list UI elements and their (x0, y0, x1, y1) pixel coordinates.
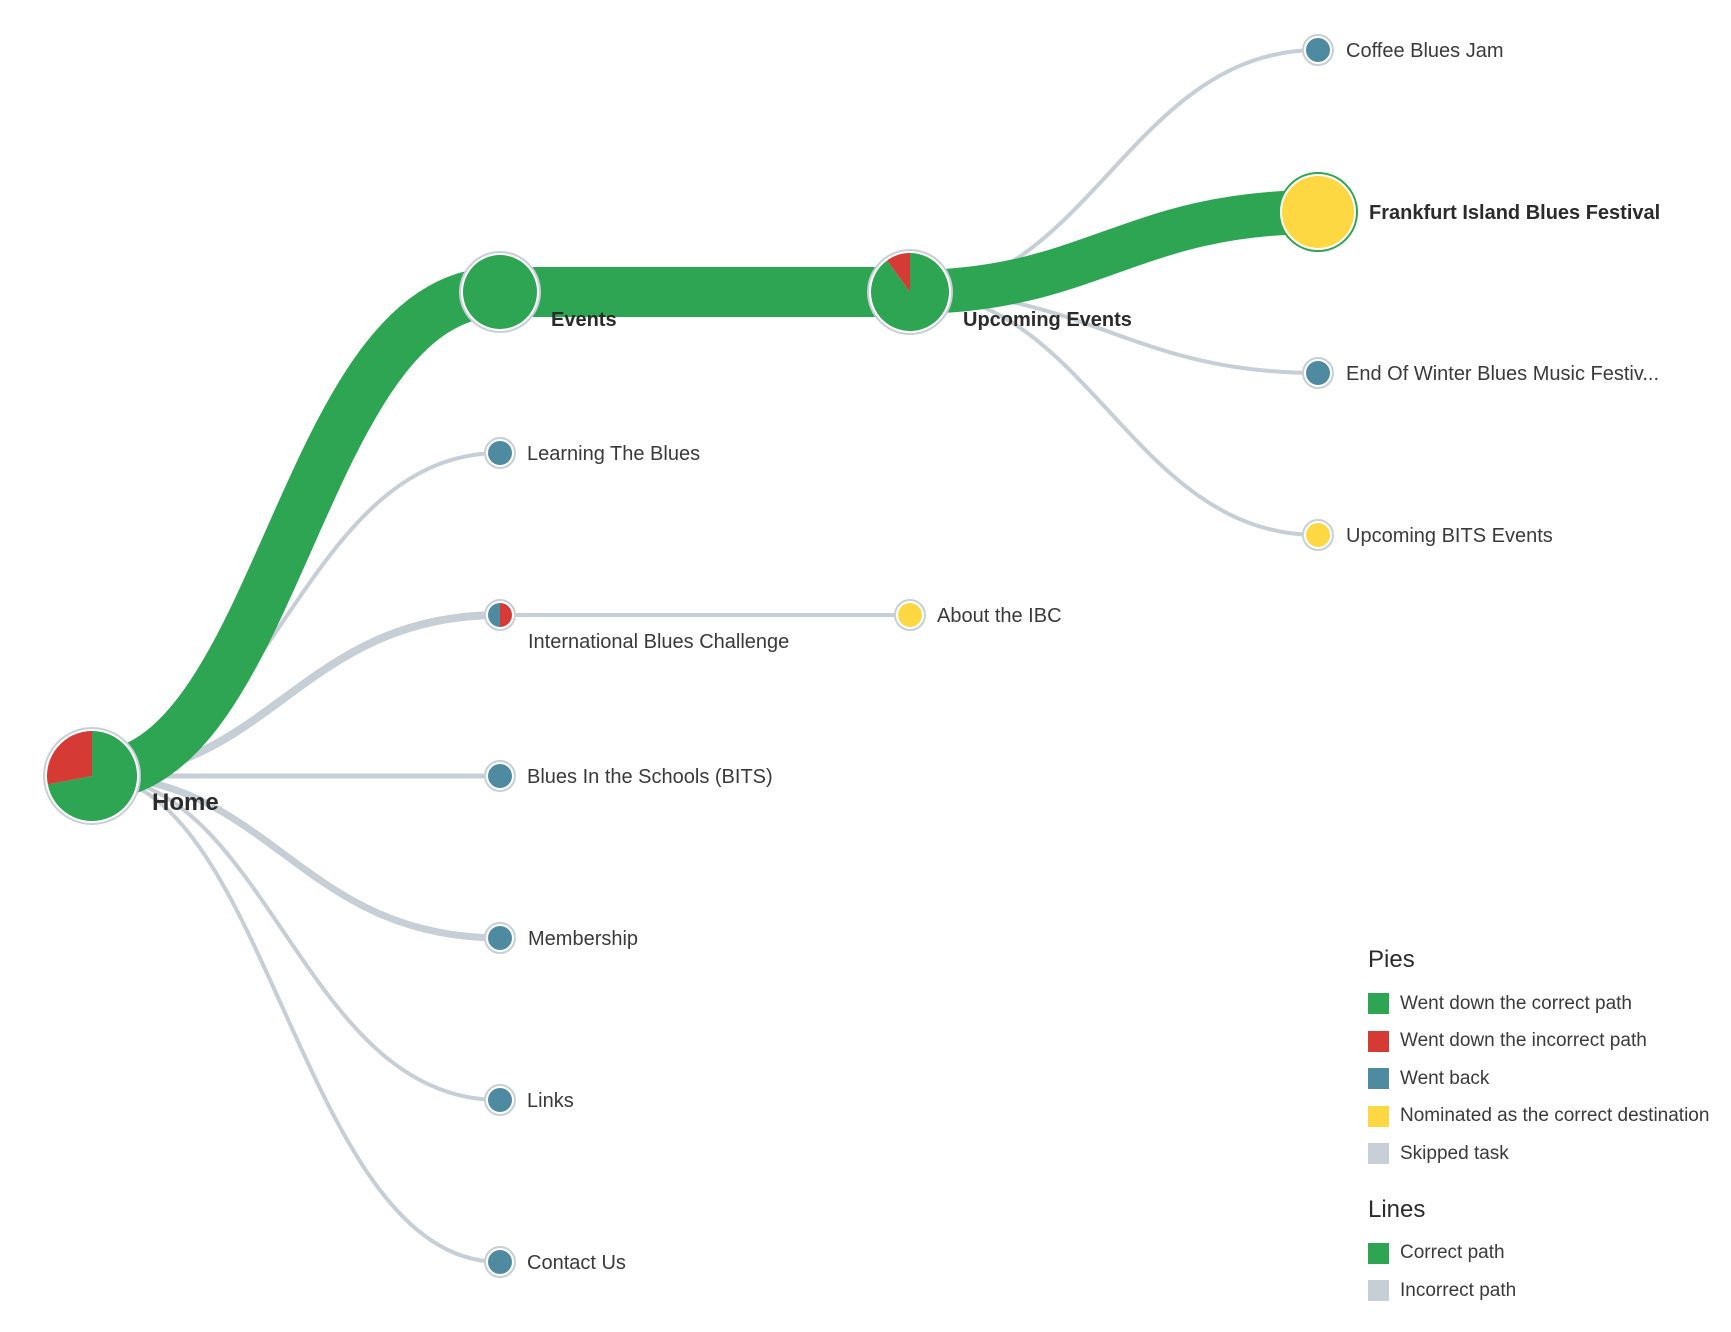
node-learning-the-blues[interactable] (484, 437, 516, 469)
node-events[interactable] (459, 251, 541, 333)
node-international-blues-challenge[interactable] (484, 599, 516, 631)
label-coffee-blues-jam: Coffee Blues Jam (1346, 40, 1504, 62)
pie-slice-correct (463, 255, 537, 329)
pie-slice-back (488, 1088, 512, 1112)
path-home-membership[interactable] (88, 772, 504, 942)
node-end-of-winter-blues[interactable] (1302, 357, 1334, 389)
tree-nodes (43, 34, 1358, 1278)
legend-lines-group: Lines Correct path Incorrect path (1368, 1195, 1728, 1310)
pie-slice-back (1306, 361, 1330, 385)
legend-item-skipped: Skipped task (1368, 1135, 1728, 1173)
node-upcoming-bits-events[interactable] (1302, 519, 1334, 551)
legend-swatch-yellow (1368, 1105, 1389, 1127)
legend-swatch-red (1368, 1030, 1389, 1052)
legend-lines-title: Lines (1368, 1195, 1426, 1223)
label-events: Events (551, 309, 617, 331)
label-about-the-ibc: About the IBC (937, 605, 1062, 627)
label-learning-the-blues: Learning The Blues (527, 443, 700, 465)
legend-swatch-grey (1368, 1143, 1389, 1165)
pie-slice-nominated (1282, 176, 1354, 248)
node-contact-us[interactable] (484, 1246, 516, 1278)
path-home-events[interactable] (90, 267, 502, 801)
legend-item-correct-line: Correct path (1368, 1235, 1728, 1273)
legend: Pies Went down the correct path Went dow… (1368, 945, 1728, 1332)
legend-label: Went back (1400, 1067, 1490, 1089)
label-membership: Membership (528, 928, 638, 950)
pie-slice-incorrect (46, 731, 92, 785)
legend-label: Skipped task (1400, 1142, 1509, 1164)
path-home-links[interactable] (90, 774, 502, 1102)
pie-slice-back (1306, 38, 1330, 62)
legend-item-nominated: Nominated as the correct destination (1368, 1098, 1728, 1136)
path-home-contact[interactable] (90, 774, 502, 1264)
label-upcoming-bits-events: Upcoming BITS Events (1346, 525, 1553, 547)
node-links[interactable] (484, 1084, 516, 1116)
correct-path-lines (90, 190, 1319, 801)
legend-swatch-green (1368, 1242, 1389, 1264)
node-frankfurt-island-blues-festival[interactable] (1278, 172, 1358, 252)
pie-slice-back (488, 441, 512, 465)
legend-item-incorrect-path: Went down the incorrect path (1368, 1023, 1728, 1061)
label-links: Links (527, 1090, 574, 1112)
label-frankfurt-island-blues-festival: Frankfurt Island Blues Festival (1369, 202, 1660, 224)
node-labels: Home Events Upcoming Events Coffee Blues… (152, 40, 1660, 1274)
legend-item-went-back: Went back (1368, 1060, 1728, 1098)
pie-slice-correct (47, 731, 137, 821)
node-about-the-ibc[interactable] (894, 599, 926, 631)
legend-label: Correct path (1400, 1242, 1505, 1264)
legend-label: Nominated as the correct destination (1400, 1105, 1710, 1127)
label-international-blues-challenge: International Blues Challenge (528, 631, 789, 653)
legend-swatch-blue (1368, 1068, 1389, 1090)
node-membership[interactable] (484, 922, 516, 954)
pie-slice-back (488, 1250, 512, 1274)
node-upcoming-events[interactable] (867, 249, 953, 335)
legend-pies-group: Pies Went down the correct path Went dow… (1368, 945, 1728, 1173)
pie-slice-incorrect (500, 603, 512, 627)
legend-label: Went down the incorrect path (1400, 1030, 1647, 1052)
path-upcoming-frankfurt[interactable] (909, 190, 1319, 314)
node-home[interactable] (43, 727, 141, 825)
legend-swatch-green (1368, 993, 1389, 1015)
label-home: Home (152, 789, 219, 816)
label-upcoming-events: Upcoming Events (963, 309, 1132, 331)
node-blues-in-the-schools[interactable] (484, 760, 516, 792)
legend-label: Incorrect path (1400, 1279, 1517, 1301)
pie-slice-incorrect (887, 253, 910, 292)
pie-slice-nominated (1306, 523, 1330, 547)
pie-slice-back (488, 764, 512, 788)
pie-slice-nominated (898, 603, 922, 627)
label-blues-in-the-schools: Blues In the Schools (BITS) (527, 766, 773, 788)
legend-label: Went down the correct path (1400, 992, 1632, 1014)
legend-item-correct-path: Went down the correct path (1368, 985, 1728, 1023)
legend-swatch-grey (1368, 1280, 1389, 1302)
pie-slice-back (488, 926, 512, 950)
label-end-of-winter-blues: End Of Winter Blues Music Festiv... (1346, 363, 1659, 385)
legend-item-incorrect-line: Incorrect path (1368, 1272, 1728, 1310)
node-coffee-blues-jam[interactable] (1302, 34, 1334, 66)
legend-pies-title: Pies (1368, 946, 1415, 973)
label-contact-us: Contact Us (527, 1252, 626, 1274)
pie-slice-back (488, 603, 500, 627)
